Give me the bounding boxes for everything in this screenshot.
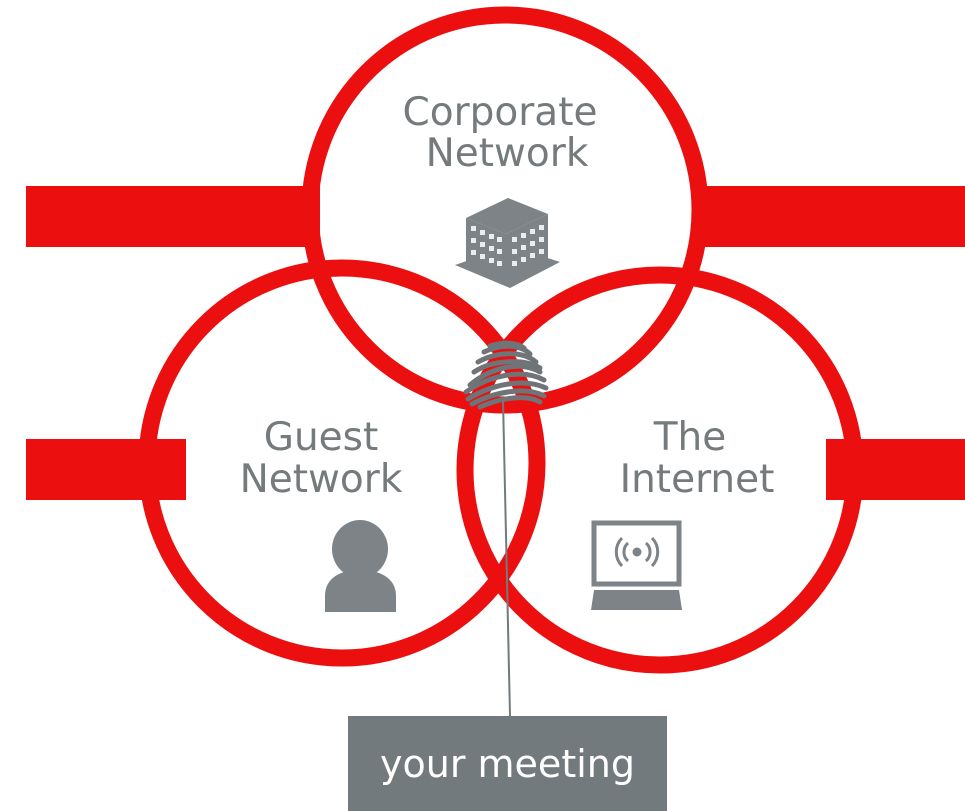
guest-label-line2: Network <box>240 457 403 502</box>
guest-network-circle <box>138 259 546 667</box>
corporate-network-circle <box>301 6 709 414</box>
wireless-computer-icon <box>591 520 682 610</box>
person-icon <box>325 520 396 612</box>
office-building-icon <box>455 198 560 288</box>
meeting-callout-label: your meeting <box>380 741 635 786</box>
right-top-bar <box>700 186 965 247</box>
corporate-label-line2: Network <box>426 131 589 176</box>
left-top-bar <box>26 186 320 247</box>
corporate-label-line1: Corporate <box>403 90 598 135</box>
internet-label-line2: Internet <box>620 457 775 502</box>
internet-circle <box>456 266 864 674</box>
internet-label-line1: The <box>653 415 727 460</box>
meeting-scribble-marker <box>463 340 549 410</box>
left-bottom-bar <box>26 439 186 500</box>
guest-label-line1: Guest <box>264 415 379 460</box>
meeting-callout-box <box>348 716 667 811</box>
callout-pointer-line <box>502 399 511 717</box>
